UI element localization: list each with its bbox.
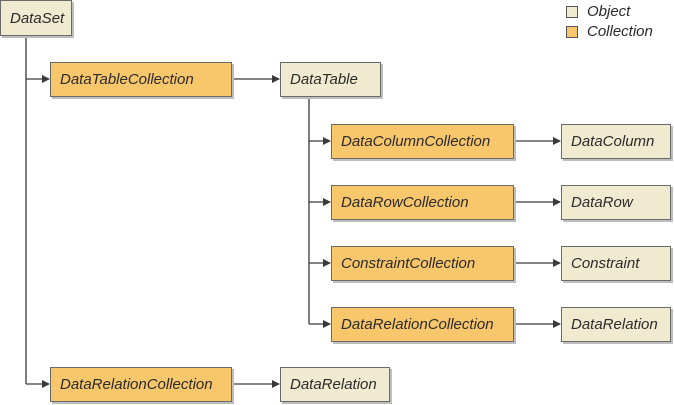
node-constraint: Constraint — [561, 246, 671, 281]
legend-object-label: Object — [587, 3, 631, 20]
node-datacolumn: DataColumn — [561, 124, 671, 159]
legend-object-swatch — [566, 5, 578, 18]
node-datarow-collection: DataRowCollection — [331, 185, 514, 220]
legend-collection-label: Collection — [587, 23, 653, 40]
node-constraint-collection: ConstraintCollection — [331, 246, 514, 281]
node-datarow: DataRow — [561, 185, 671, 220]
node-table-relation: DataRelation — [561, 307, 671, 342]
node-datacolumn-collection: DataColumnCollection — [331, 124, 514, 159]
node-dataset: DataSet — [0, 0, 72, 36]
node-dataset-relation-collection: DataRelationCollection — [50, 367, 232, 402]
legend-collection: Collection — [566, 23, 653, 40]
legend-collection-swatch — [566, 25, 578, 38]
node-datatable: DataTable — [280, 62, 381, 97]
node-dataset-relation: DataRelation — [280, 367, 390, 402]
legend-object: Object — [566, 3, 630, 20]
node-datatable-collection: DataTableCollection — [50, 62, 232, 97]
node-table-relation-collection: DataRelationCollection — [331, 307, 514, 342]
